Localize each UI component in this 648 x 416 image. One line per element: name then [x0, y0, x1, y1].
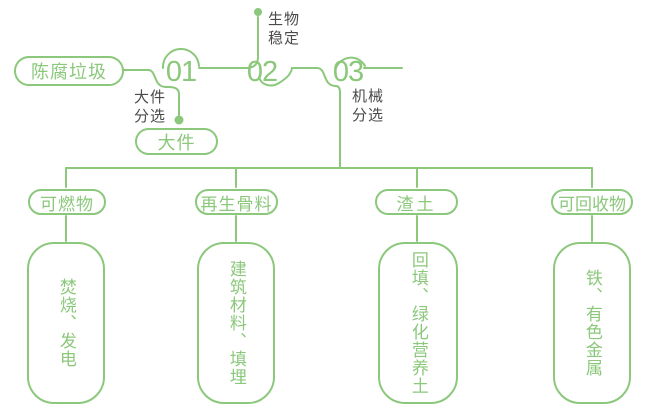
step-label-line: 分选: [352, 107, 385, 124]
step-label-line: 生物: [268, 11, 301, 28]
detail-box-combustible: 焚烧、发电: [27, 242, 105, 404]
arc-over-03: [335, 56, 366, 69]
arc-over-01: [161, 47, 200, 69]
step-label-line: 分选: [134, 108, 167, 125]
step-label-bio-stabilize: 生物 稳定: [268, 10, 300, 48]
connector-02-to-03: [258, 67, 341, 169]
detail-box-slag-soil: 回填、绿化营养土: [378, 242, 458, 404]
category-label: 可回收物: [558, 194, 626, 214]
detail-text: 回填、绿化营养土: [408, 251, 428, 395]
detail-text: 焚烧、发电: [56, 278, 76, 368]
step-label-bulky-sorting: 大件 分选: [134, 88, 166, 126]
step-number-01: 01: [165, 56, 197, 88]
step-number-03: 03: [332, 56, 364, 88]
source-pill: 陈腐垃圾: [14, 56, 124, 86]
category-pill-slag-soil: 渣土: [375, 189, 458, 215]
bio-stabilize-dot: [254, 8, 262, 16]
category-label: 渣土: [396, 194, 437, 214]
category-label: 再生骨料: [200, 194, 273, 214]
bulky-item-label: 大件: [157, 132, 196, 153]
step-label-line: 稳定: [268, 30, 301, 47]
category-pill-combustible: 可燃物: [28, 189, 106, 215]
detail-text: 建筑材料、填埋: [226, 260, 246, 386]
bulky-item-dot: [174, 115, 184, 125]
connector-source-to-01: [123, 69, 180, 116]
category-pill-recycled-aggregate: 再生骨料: [195, 189, 278, 215]
source-label: 陈腐垃圾: [31, 62, 107, 82]
step-label-line: 大件: [134, 89, 167, 106]
detail-box-recycled-aggregate: 建筑材料、填埋: [197, 242, 275, 404]
connector-01-to-02: [198, 16, 259, 69]
category-label: 可燃物: [40, 194, 94, 214]
detail-box-recyclable: 铁、有色金属: [553, 242, 631, 404]
step-label-line: 机械: [352, 88, 385, 105]
step-label-mechanical-sorting: 机械 分选: [352, 87, 384, 125]
step-number-02: 02: [246, 56, 278, 88]
category-pill-recyclable: 可回收物: [551, 189, 633, 215]
detail-text: 铁、有色金属: [582, 269, 602, 377]
bulky-item-pill: 大件: [135, 128, 218, 155]
